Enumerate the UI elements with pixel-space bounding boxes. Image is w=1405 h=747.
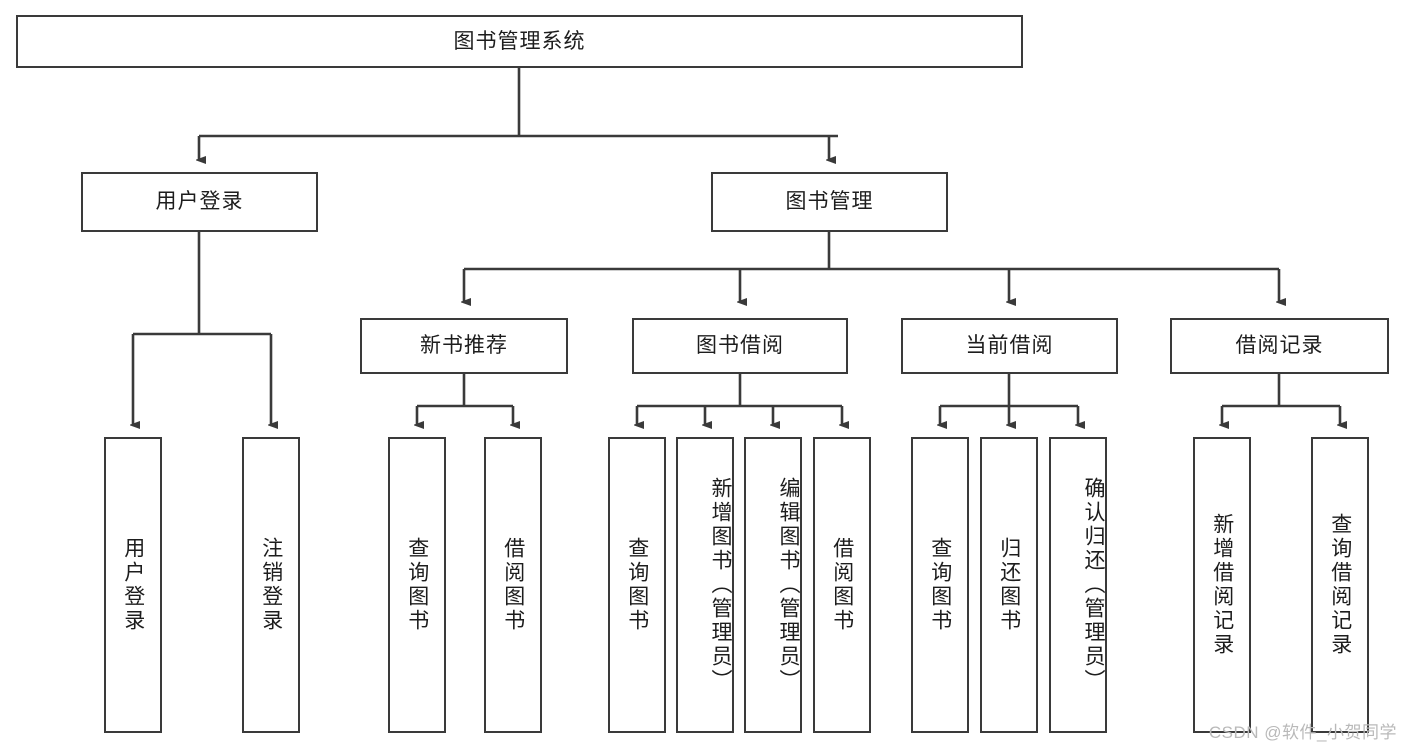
node-current-borrow[interactable]: 当前借阅 [901,318,1118,374]
node-leaf-add-record-label: 新增借阅记录 [1210,513,1234,657]
node-user-login[interactable]: 用户登录 [81,172,318,232]
watermark: CSDN @软件_小贺同学 [1208,723,1397,742]
node-leaf-logout[interactable]: 注销登录 [242,437,300,733]
node-leaf-borrow-book-1[interactable]: 借阅图书 [484,437,542,733]
node-borrow-record-label: 借阅记录 [1235,334,1324,358]
node-leaf-edit-book[interactable]: 编辑图书（管理员） [744,437,802,733]
node-leaf-query-book-2-label: 查询图书 [625,537,649,633]
node-leaf-borrow-book-2-label: 借阅图书 [830,537,854,633]
node-leaf-borrow-book-1-label: 借阅图书 [501,537,525,633]
node-leaf-query-record-label: 查询借阅记录 [1328,513,1352,657]
node-book-borrow[interactable]: 图书借阅 [632,318,848,374]
node-leaf-query-record[interactable]: 查询借阅记录 [1311,437,1369,733]
node-leaf-user-login-label: 用户登录 [121,537,145,633]
node-leaf-user-login[interactable]: 用户登录 [104,437,162,733]
node-book-manage[interactable]: 图书管理 [711,172,948,232]
node-leaf-return-book-label: 归还图书 [997,537,1021,633]
node-leaf-return-book[interactable]: 归还图书 [980,437,1038,733]
node-book-manage-label: 图书管理 [785,190,874,214]
node-leaf-add-book[interactable]: 新增图书（管理员） [676,437,734,733]
node-leaf-query-book-3[interactable]: 查询图书 [911,437,969,733]
node-leaf-query-book-2[interactable]: 查询图书 [608,437,666,733]
node-leaf-borrow-book-2[interactable]: 借阅图书 [813,437,871,733]
node-leaf-logout-label: 注销登录 [259,537,283,633]
node-leaf-query-book-3-label: 查询图书 [928,537,952,633]
node-user-login-label: 用户登录 [155,190,244,214]
node-leaf-query-book-1-label: 查询图书 [405,537,429,633]
node-current-borrow-label: 当前借阅 [965,334,1054,358]
node-leaf-confirm-return-label: 确认归还（管理员） [1082,477,1105,693]
node-root-label: 图书管理系统 [453,29,586,53]
node-new-book-rec[interactable]: 新书推荐 [360,318,568,374]
node-leaf-query-book-1[interactable]: 查询图书 [388,437,446,733]
node-leaf-add-record[interactable]: 新增借阅记录 [1193,437,1251,733]
node-leaf-add-book-label: 新增图书（管理员） [709,477,732,693]
node-leaf-edit-book-label: 编辑图书（管理员） [777,477,800,693]
node-new-book-rec-label: 新书推荐 [420,334,508,358]
node-leaf-confirm-return[interactable]: 确认归还（管理员） [1049,437,1107,733]
node-borrow-record[interactable]: 借阅记录 [1170,318,1389,374]
node-root[interactable]: 图书管理系统 [16,15,1023,68]
node-book-borrow-label: 图书借阅 [696,334,784,358]
